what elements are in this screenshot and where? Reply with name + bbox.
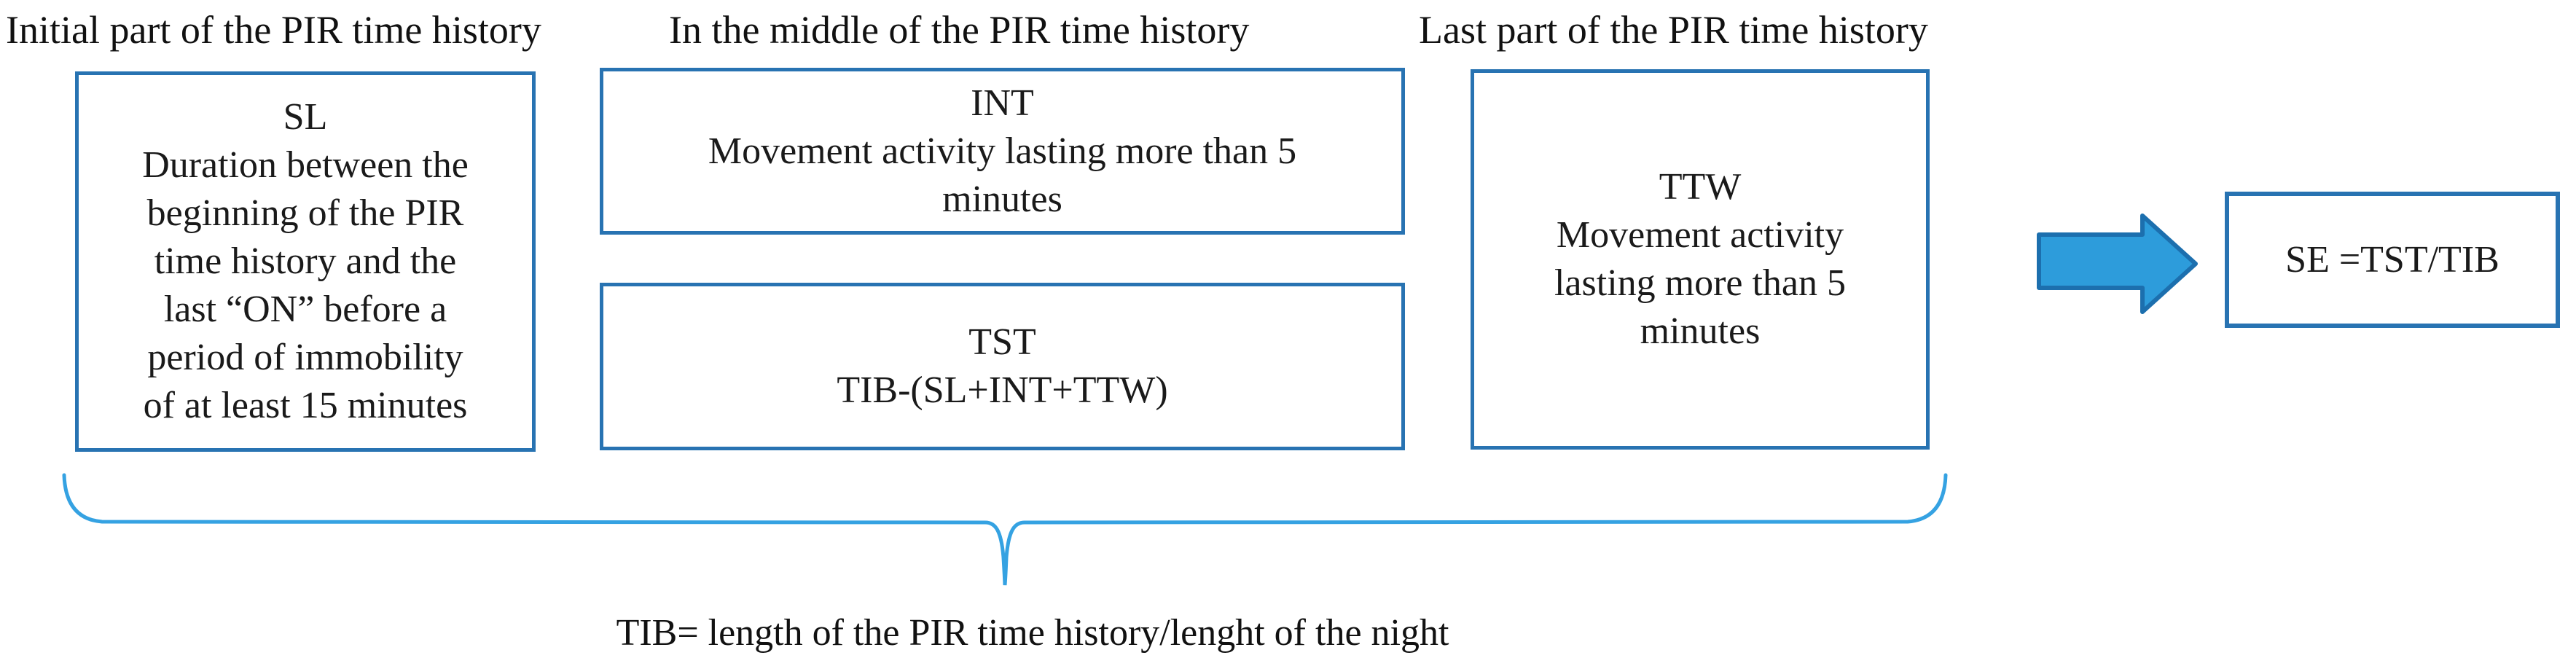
int-box: INT Movement activity lasting more than …: [600, 68, 1405, 235]
sl-line: Duration between the: [142, 144, 469, 186]
tst-line: TIB-(SL+INT+TTW): [837, 369, 1168, 411]
tst-title: TST: [968, 321, 1036, 363]
ttw-box: TTW Movement activity lasting more than …: [1471, 69, 1930, 450]
sl-line: of at least 15 minutes: [143, 385, 468, 426]
sl-title: SL: [283, 96, 328, 138]
ttw-line: Movement activity: [1556, 214, 1844, 256]
int-line: minutes: [942, 178, 1062, 220]
sl-line: last “ON” before a: [163, 289, 447, 330]
header-initial-part: Initial part of the PIR time history: [6, 8, 541, 52]
underbrace-icon: [62, 473, 1948, 586]
sl-line: beginning of the PIR: [146, 192, 464, 234]
sl-box: SL Duration between the beginning of the…: [75, 71, 536, 452]
int-title: INT: [971, 82, 1034, 124]
int-line: Movement activity lasting more than 5: [708, 130, 1297, 172]
arrow-right-icon: [2037, 213, 2198, 314]
tib-footnote: TIB= length of the PIR time history/leng…: [616, 612, 1449, 654]
tst-box: TST TIB-(SL+INT+TTW): [600, 283, 1405, 450]
sl-line: time history and the: [154, 240, 457, 282]
ttw-line: lasting more than 5: [1554, 262, 1847, 304]
sl-line: period of immobility: [147, 337, 463, 378]
header-last-part: Last part of the PIR time history: [1419, 8, 1928, 52]
se-formula: SE =TST/TIB: [2285, 238, 2499, 281]
se-result-box: SE =TST/TIB: [2225, 192, 2560, 328]
header-middle-part: In the middle of the PIR time history: [669, 8, 1250, 52]
ttw-line: minutes: [1640, 310, 1761, 352]
ttw-title: TTW: [1659, 166, 1742, 208]
